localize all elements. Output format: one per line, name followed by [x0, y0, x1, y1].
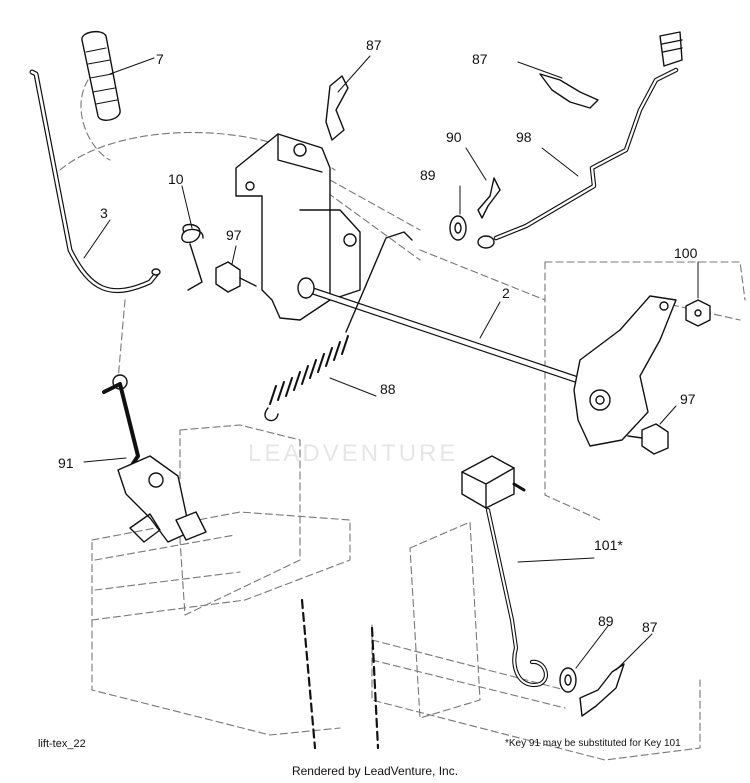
- adjustment-link-101: [461, 455, 548, 688]
- bolt-97-left: [215, 261, 257, 293]
- torsion-spring: [181, 223, 204, 291]
- bolt-97-right: [627, 423, 669, 455]
- washer-89-top: [449, 215, 467, 241]
- callout-90: 90: [446, 129, 462, 145]
- hair-pin-clip-bottom: [579, 663, 625, 717]
- right-arm-bracket: [573, 295, 677, 447]
- callout-10: 10: [168, 171, 184, 187]
- adjustment-link-91: [102, 374, 207, 543]
- substitution-note: *Key 91 may be substituted for Key 101: [505, 738, 681, 749]
- deck-edge-dashes: [300, 598, 380, 750]
- callout-2: 2: [502, 285, 510, 301]
- callout-100: 100: [674, 245, 698, 261]
- callout-88: 88: [380, 381, 396, 397]
- callout-3: 3: [100, 205, 108, 221]
- hair-pin-clip-right: [539, 73, 599, 109]
- handle-grip: [81, 30, 121, 121]
- callout-97-right: 97: [680, 391, 696, 407]
- figure-code: lift-tex_22: [38, 738, 86, 750]
- callout-87-bottom: 87: [642, 619, 658, 635]
- callout-87-right: 87: [472, 51, 488, 67]
- rendered-by: Rendered by LeadVenture, Inc.: [291, 764, 459, 778]
- nut-100: [685, 299, 711, 327]
- watermark: LEADVENTURE: [248, 440, 459, 467]
- callout-91: 91: [58, 455, 74, 471]
- callout-89-bottom: 89: [598, 613, 614, 629]
- lift-shaft: [297, 277, 594, 388]
- deck-outline: [59, 79, 746, 761]
- lift-lever: [29, 69, 161, 293]
- extension-spring: [264, 231, 413, 422]
- washer-89-bottom: [559, 667, 577, 693]
- control-rod: [477, 31, 683, 249]
- callout-89-top: 89: [420, 167, 436, 183]
- callout-7: 7: [156, 51, 164, 67]
- callout-labels: 7 87 87 90 98 10 89 3 97 100 2 88 97 91 …: [58, 37, 698, 635]
- callout-97-left: 97: [226, 227, 242, 243]
- leader-lines: [83, 55, 699, 671]
- mounting-bracket: [235, 133, 361, 321]
- callout-98: 98: [516, 129, 532, 145]
- clip-90: [477, 177, 501, 219]
- callout-101: 101*: [594, 537, 623, 553]
- callout-87-top: 87: [366, 37, 382, 53]
- hair-pin-clip-top: [325, 75, 349, 141]
